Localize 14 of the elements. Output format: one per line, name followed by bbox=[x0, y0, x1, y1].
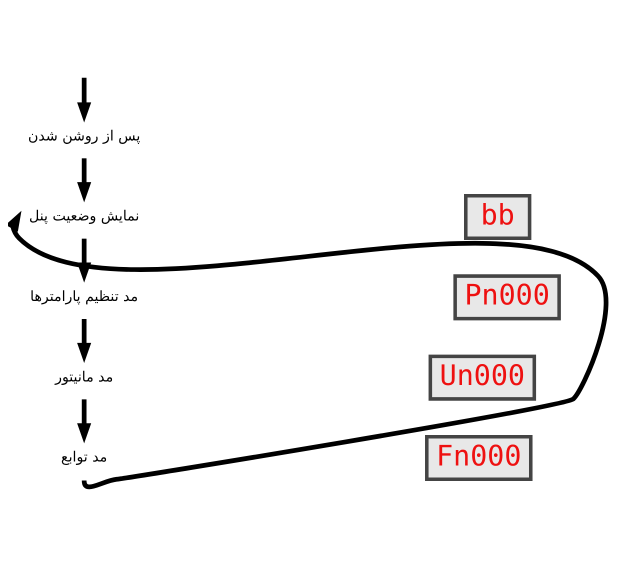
node-text: مد توابع bbox=[61, 450, 108, 466]
label: Fn000 bbox=[436, 439, 522, 472]
label: Pn000 bbox=[464, 278, 550, 312]
node-text: نمایش وضعیت پنل bbox=[29, 208, 140, 225]
arrow bbox=[77, 158, 92, 202]
arrow bbox=[77, 78, 92, 122]
node-text: مد تنظیم پارامترها bbox=[30, 289, 138, 305]
node-text: پس از روشن شدن bbox=[28, 128, 140, 144]
arrow bbox=[8, 210, 608, 489]
arrow bbox=[77, 319, 92, 364]
label: bb bbox=[480, 198, 515, 232]
node-text: مد مانیتور bbox=[55, 369, 114, 386]
arrow bbox=[77, 399, 92, 444]
label: Un000 bbox=[440, 359, 525, 392]
